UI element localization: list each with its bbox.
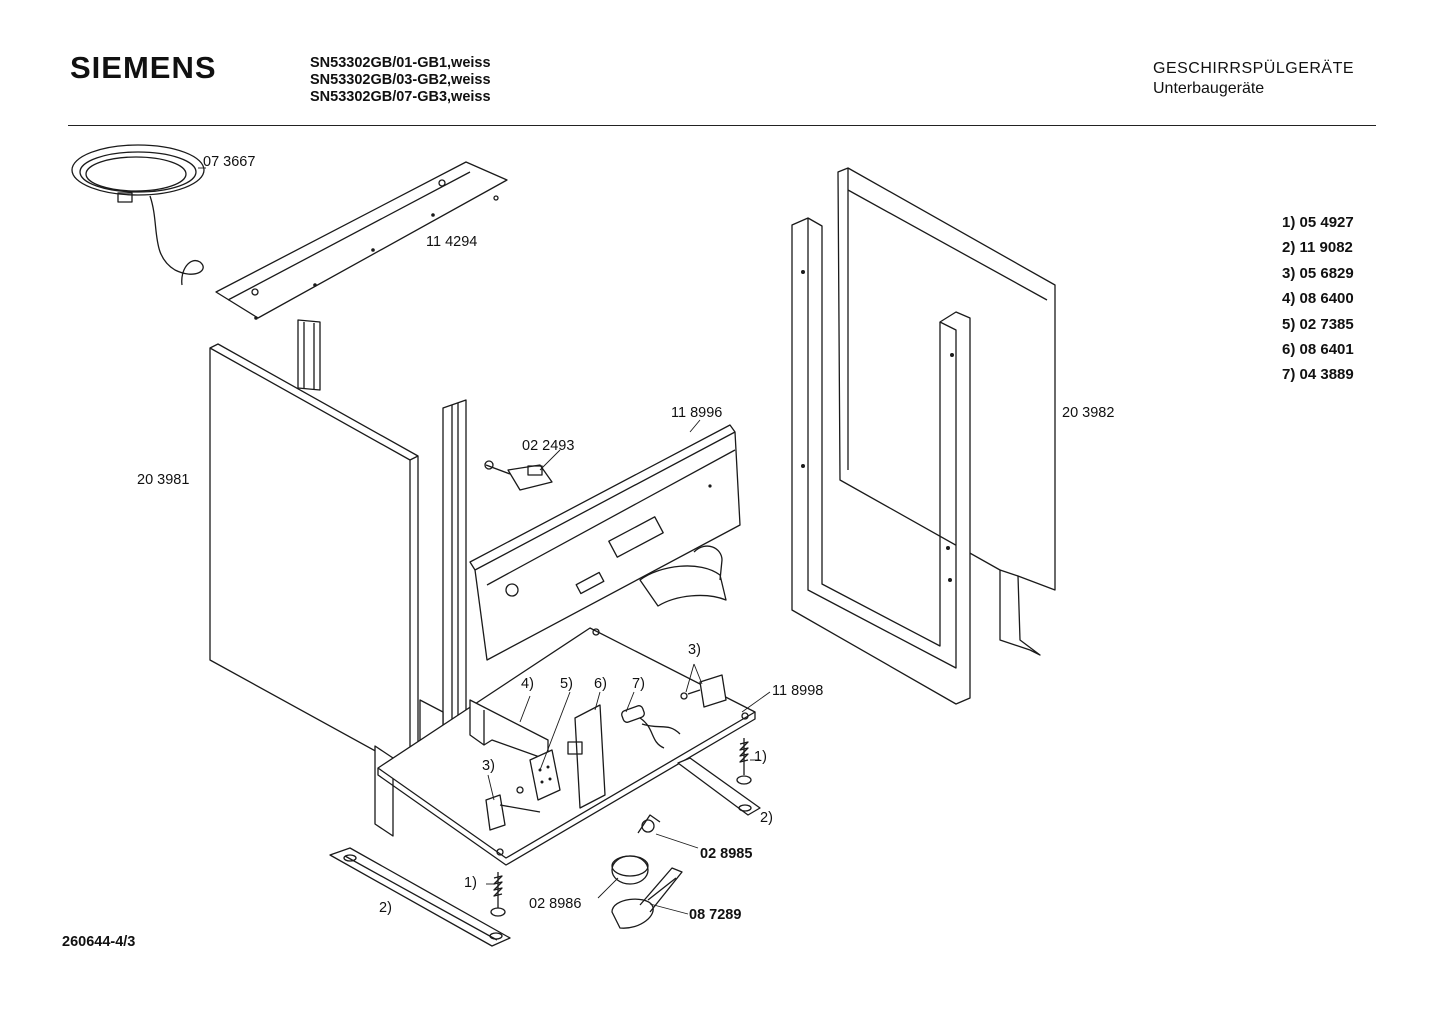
callout-7: 7) xyxy=(632,676,645,692)
power-cord-drawing xyxy=(71,144,205,286)
legend-item: 6) 08 6401 xyxy=(1282,341,1354,359)
callout-2-right: 2) xyxy=(760,810,773,826)
right-frame-drawing xyxy=(791,217,971,705)
category-block: GESCHIRRSPÜLGERÄTE Unterbaugeräte xyxy=(1153,59,1354,99)
part-label-power-cord: 07 3667 xyxy=(203,154,256,170)
legend-item: 4) 08 6400 xyxy=(1282,290,1354,308)
model-line: SN53302GB/01-GB1,weiss xyxy=(310,55,491,71)
foot-right-drawing xyxy=(677,757,761,816)
callout-1-right: 1) xyxy=(754,749,767,765)
bracket-drawing xyxy=(484,460,553,491)
part-label-left-side-panel: 20 3981 xyxy=(137,472,190,488)
right-side-panel-drawing xyxy=(837,167,1056,656)
foot-left-drawing xyxy=(329,847,511,947)
component-5-drawing xyxy=(529,749,561,801)
component-3-lower-drawing xyxy=(485,786,541,831)
callout-6: 6) xyxy=(594,676,607,692)
part-label-float: 02 8986 xyxy=(529,896,582,912)
component-7-drawing xyxy=(621,705,681,749)
model-list: SN53302GB/01-GB1,weiss SN53302GB/03-GB2,… xyxy=(310,55,491,106)
part-label-front-panel: 11 8996 xyxy=(671,405,723,421)
parts-legend: 1) 05 4927 2) 11 9082 3) 05 6829 4) 08 6… xyxy=(1282,210,1354,388)
legend-item: 1) 05 4927 xyxy=(1282,214,1354,231)
model-line: SN53302GB/03-GB2,weiss xyxy=(310,72,491,88)
category-subtitle: Unterbaugeräte xyxy=(1153,80,1265,97)
category-title: GESCHIRRSPÜLGERÄTE xyxy=(1153,60,1355,77)
part-label-top-strip: 11 4294 xyxy=(426,234,478,250)
callout-5: 5) xyxy=(560,676,573,692)
part-label-right-side-panel: 20 3982 xyxy=(1062,405,1115,421)
leader-lines xyxy=(198,167,771,915)
front-panel-drawing xyxy=(469,424,741,661)
screw-right-drawing xyxy=(736,738,752,785)
component-6-drawing xyxy=(567,704,606,809)
document-number: 260644-4/3 xyxy=(62,934,136,950)
component-4-drawing xyxy=(469,699,549,761)
model-line: SN53302GB/07-GB3,weiss xyxy=(310,89,491,105)
legend-item: 5) 02 7385 xyxy=(1282,315,1354,333)
callout-2-left: 2) xyxy=(379,900,392,916)
callout-3-lower: 3) xyxy=(482,758,495,774)
callout-4: 4) xyxy=(521,676,534,692)
top-strip-drawing xyxy=(215,161,508,320)
legend-item: 2) 11 9082 xyxy=(1282,239,1353,257)
brand-logo: SIEMENS xyxy=(70,50,217,85)
legend-item: 3) 05 6829 xyxy=(1282,264,1354,282)
part-label-float-switch: 02 8985 xyxy=(700,846,753,862)
part-label-float-holder: 08 7289 xyxy=(689,907,742,923)
callout-3-upper: 3) xyxy=(688,642,701,658)
screw-left-drawing xyxy=(490,872,506,917)
legend-item: 7) 04 3889 xyxy=(1282,366,1354,384)
part-label-bracket: 02 2493 xyxy=(522,438,575,454)
left-post-drawing xyxy=(297,319,321,391)
float-switch-drawing xyxy=(637,814,661,834)
float-holder-drawing xyxy=(611,867,683,929)
component-3-upper-drawing xyxy=(680,674,727,708)
callout-1-left: 1) xyxy=(464,875,477,891)
header-divider xyxy=(68,125,1376,126)
base-frame-drawing xyxy=(377,627,756,866)
float-drawing xyxy=(611,855,649,885)
part-label-base-frame: 11 8998 xyxy=(772,683,824,699)
duct-drawing xyxy=(639,545,727,607)
